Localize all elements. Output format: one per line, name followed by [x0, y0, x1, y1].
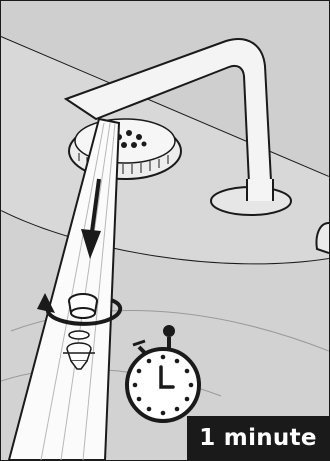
faucet-neck — [247, 179, 273, 201]
duration-label: 1 minute — [187, 416, 329, 460]
aerator-part — [69, 294, 97, 318]
